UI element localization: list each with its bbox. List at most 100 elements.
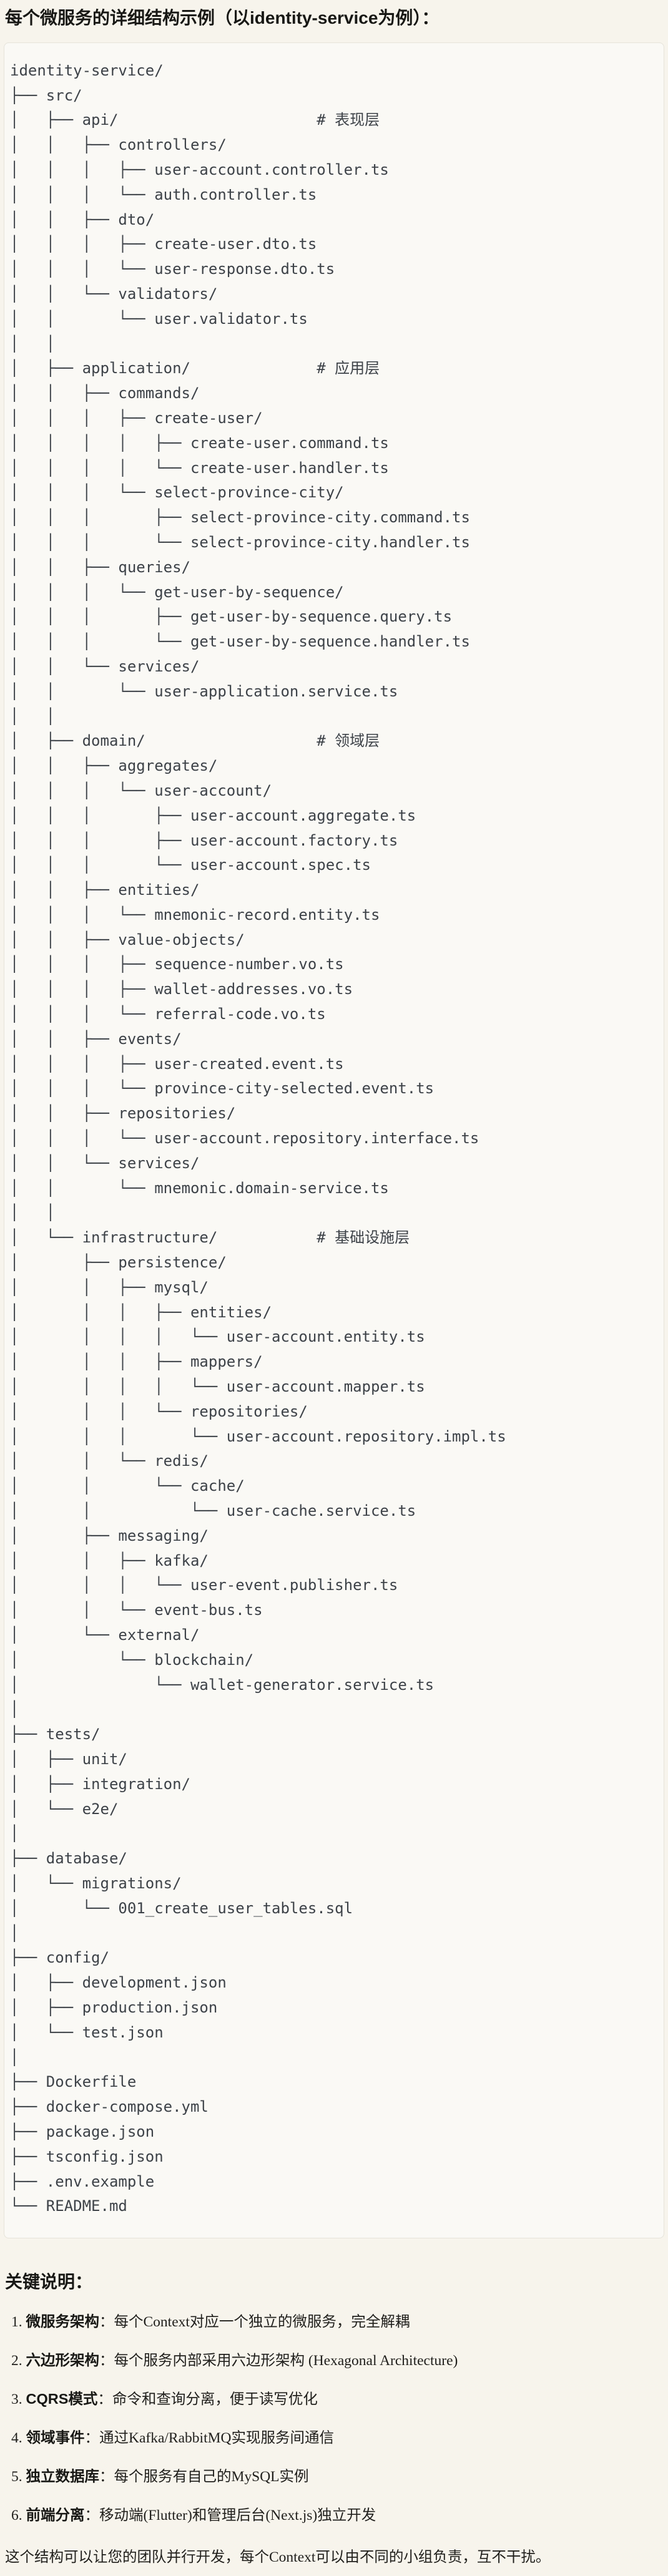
tree-line: │ │ └── cache/ — [10, 1477, 245, 1495]
directory-tree-code-block: identity-service/ ├── src/ │ ├── api/ # 表现… — [4, 42, 664, 2239]
note-item-number: 1. — [11, 2313, 26, 2330]
tree-line: │ │ │ ├── user-account.aggregate.ts — [10, 806, 416, 824]
tree-line: │ │ │ └── user-event.publisher.ts — [10, 1576, 398, 1594]
tree-line: │ │ ├── controllers/ — [10, 136, 227, 154]
tree-line: │ │ │ └── get-user-by-sequence/ — [10, 583, 344, 601]
tree-line: │ └── external/ — [10, 1626, 200, 1644]
tree-line: │ │ │ └── user-account.repository.impl.t… — [10, 1427, 506, 1445]
tree-line: │ │ │ ├── wallet-addresses.vo.ts — [10, 980, 353, 998]
tree-line: │ │ │ └── referral-code.vo.ts — [10, 1005, 326, 1023]
tree-line: │ │ │ └── user-response.dto.ts — [10, 260, 335, 278]
tree-line: │ ├── api/ # 表现层 — [10, 111, 380, 129]
notes-footer: 这个结构可以让您的团队并行开发，每个Context可以由不同的小组负责，互不干扰… — [5, 2549, 551, 2565]
tree-line: │ │ │ ├── user-created.event.ts — [10, 1055, 344, 1073]
tree-line: │ ├── application/ # 应用层 — [10, 359, 380, 378]
tree-line: ├── src/ — [10, 86, 82, 104]
tree-line: ├── package.json — [10, 2122, 155, 2140]
notes-heading: 关键说明： — [5, 2272, 93, 2292]
note-item-text: ：每个服务有自己的MySQL实例 — [99, 2468, 309, 2485]
tree-line: │ │ │ ├── select-province-city.command.t… — [10, 509, 470, 527]
tree-line: │ │ └── user.validator.ts — [10, 310, 308, 328]
page-title: 每个微服务的详细结构示例（以identity-service为例）： — [5, 8, 440, 27]
tree-line: │ │ ├── queries/ — [10, 558, 190, 576]
tree-line: │ — [10, 1924, 19, 1942]
tree-line: │ │ └── user-cache.service.ts — [10, 1502, 416, 1520]
note-item-number: 5. — [11, 2468, 26, 2485]
tree-line: │ — [10, 2048, 19, 2066]
tree-line: ├── tests/ — [10, 1725, 101, 1744]
note-item-label: 前端分离 — [26, 2506, 85, 2523]
tree-line: ├── config/ — [10, 1949, 109, 1967]
tree-line: │ │ │ ├── create-user.dto.ts — [10, 235, 317, 253]
tree-line: │ │ ├── commands/ — [10, 384, 200, 402]
tree-line: │ └── 001_create_user_tables.sql — [10, 1899, 353, 1917]
tree-line: ├── docker-compose.yml — [10, 2098, 209, 2116]
tree-line: │ └── infrastructure/ # 基础设施层 — [10, 1229, 410, 1247]
tree-line: │ │ │ └── select-province-city.handler.t… — [10, 533, 470, 551]
tree-line: │ │ ├── kafka/ — [10, 1551, 209, 1569]
tree-line: identity-service/ — [10, 61, 164, 79]
tree-line: │ │ │ ├── create-user/ — [10, 409, 263, 427]
tree-line: │ │ │ └── province-city-selected.event.t… — [10, 1080, 435, 1098]
tree-line: │ │ │ ├── entities/ — [10, 1303, 272, 1321]
note-item-label: 独立数据库 — [26, 2467, 100, 2484]
tree-line: │ │ └── event-bus.ts — [10, 1601, 263, 1619]
tree-line: │ │ │ ├── sequence-number.vo.ts — [10, 955, 344, 973]
tree-line: │ — [10, 1825, 19, 1843]
note-item-label: 六边形架构 — [26, 2351, 100, 2368]
note-item: 6. 前端分离：移动端(Flutter)和管理后台(Next.js)独立开发 — [11, 2506, 664, 2525]
note-item-text: ：每个服务内部采用六边形架构 (Hexagonal Architecture) — [99, 2352, 458, 2369]
tree-line: │ ├── persistence/ — [10, 1254, 227, 1272]
tree-line: ├── Dockerfile — [10, 2073, 137, 2091]
tree-line: └── README.md — [10, 2197, 127, 2215]
tree-line: │ │ — [10, 1204, 56, 1222]
tree-line: │ │ ├── repositories/ — [10, 1105, 236, 1123]
tree-line: │ — [10, 1700, 19, 1719]
note-item-text: ：命令和查询分离，便于读写优化 — [97, 2391, 318, 2408]
tree-line: │ └── wallet-generator.service.ts — [10, 1676, 435, 1694]
tree-line: │ ├── domain/ # 领域层 — [10, 732, 380, 750]
tree-line: │ │ └── validators/ — [10, 285, 218, 303]
tree-line: │ │ │ └── get-user-by-sequence.handler.t… — [10, 633, 470, 651]
tree-line: │ ├── integration/ — [10, 1775, 190, 1793]
tree-line: │ │ ├── aggregates/ — [10, 757, 218, 775]
tree-line: ├── .env.example — [10, 2172, 155, 2190]
tree-line: │ │ │ │ └── create-user.handler.ts — [10, 459, 389, 477]
note-item: 2. 六边形架构：每个服务内部采用六边形架构 (Hexagonal Archit… — [11, 2351, 664, 2370]
tree-line: │ │ ├── events/ — [10, 1030, 182, 1048]
note-item-label: CQRS模式 — [26, 2390, 98, 2407]
note-item-text: ：移动端(Flutter)和管理后台(Next.js)独立开发 — [84, 2507, 376, 2524]
note-item-text: ：通过Kafka/RabbitMQ实现服务间通信 — [84, 2429, 334, 2446]
tree-line: │ │ └── redis/ — [10, 1452, 209, 1470]
note-item: 1. 微服务架构：每个Context对应一个独立的微服务，完全解耦 — [11, 2313, 664, 2331]
tree-line: ├── database/ — [10, 1850, 127, 1868]
tree-line: │ │ │ │ └── user-account.entity.ts — [10, 1328, 425, 1346]
note-item: 3. CQRS模式：命令和查询分离，便于读写优化 — [11, 2390, 664, 2409]
tree-line: │ │ │ └── user-account.repository.interf… — [10, 1129, 479, 1148]
note-item-number: 3. — [11, 2391, 26, 2408]
tree-line: │ │ ├── entities/ — [10, 881, 200, 899]
tree-line: │ └── test.json — [10, 2023, 164, 2041]
tree-line: │ │ — [10, 334, 56, 353]
tree-line: │ │ │ │ ├── create-user.command.ts — [10, 434, 389, 452]
tree-line: │ │ └── user-application.service.ts — [10, 682, 398, 700]
tree-line: │ ├── production.json — [10, 1998, 218, 2016]
tree-line: │ │ │ │ └── user-account.mapper.ts — [10, 1378, 425, 1396]
tree-line: │ │ └── services/ — [10, 1154, 200, 1172]
tree-line: │ └── blockchain/ — [10, 1651, 254, 1669]
note-item: 4. 领域事件：通过Kafka/RabbitMQ实现服务间通信 — [11, 2429, 664, 2447]
note-item-number: 6. — [11, 2507, 26, 2524]
tree-line: │ │ └── services/ — [10, 657, 200, 675]
tree-line: │ │ │ └── mnemonic-record.entity.ts — [10, 905, 380, 924]
tree-line: │ ├── unit/ — [10, 1750, 127, 1768]
note-item-label: 领域事件 — [26, 2429, 85, 2446]
tree-line: │ └── migrations/ — [10, 1874, 182, 1892]
tree-line: │ ├── messaging/ — [10, 1526, 209, 1544]
note-item-number: 2. — [11, 2352, 26, 2369]
tree-line: │ │ ├── value-objects/ — [10, 930, 245, 949]
note-item-text: ：每个Context对应一个独立的微服务，完全解耦 — [99, 2313, 410, 2330]
tree-line: │ │ │ └── select-province-city/ — [10, 484, 344, 502]
tree-line: │ │ │ ├── user-account.factory.ts — [10, 831, 398, 849]
tree-line: │ │ │ └── user-account/ — [10, 781, 272, 799]
